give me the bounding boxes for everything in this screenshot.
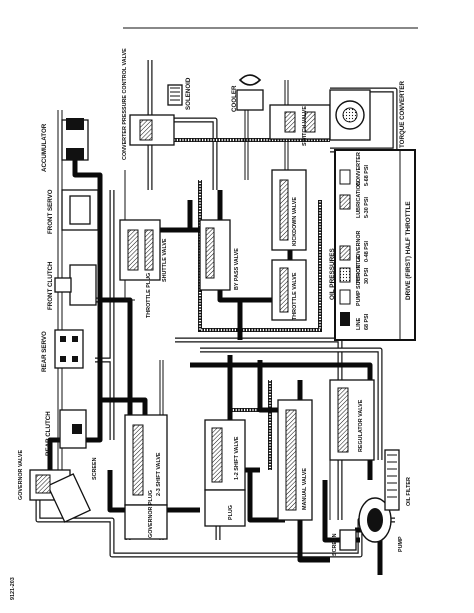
swatch-converter: [339, 169, 351, 185]
pump-screen: [339, 529, 357, 551]
swatch-governor: [339, 245, 351, 261]
legend-swatches: [339, 169, 351, 326]
component-labels: ACCUMULATOR CONVERTER PRESSURE CONTROL V…: [18, 48, 412, 556]
label-converter-pressure-control-valve: CONVERTER PRESSURE CONTROL VALVE: [122, 48, 128, 160]
label-governor-valve: GOVERNOR VALVE: [18, 449, 24, 500]
kickdown-valve: [271, 169, 307, 251]
label-oil-filter: OIL FILTER: [406, 477, 412, 506]
swatch-line: [340, 312, 350, 326]
swatch-pump-suction: [339, 289, 351, 305]
rear-servo: [54, 329, 84, 369]
shuttle-valve: [119, 219, 161, 281]
label-regulator-valve: REGULATOR VALVE: [358, 399, 364, 452]
label-accumulator: ACCUMULATOR: [41, 123, 48, 172]
legend-pump-suction-name: PUMP SUCTION: [356, 265, 362, 306]
label-throttle-valve: THROTTLE VALVE: [292, 272, 298, 320]
label-switch-valve: SWITCH VALVE: [302, 106, 308, 146]
torque-converter: [329, 89, 371, 141]
label-manual-valve: MANUAL VALVE: [302, 468, 308, 510]
legend-governor-name: GOVERNOR: [356, 230, 362, 262]
legend-caption: DRIVE (FIRST) HALF THROTTLE: [405, 201, 412, 300]
label-2-3-shift-valve: 2-3 SHIFT VALVE: [156, 452, 162, 496]
converter-pressure-control-valve: [129, 114, 175, 146]
label-governor-plug: GOVERNOR PLUG: [148, 490, 154, 538]
throttle-valve: [271, 259, 307, 321]
legend-line-name: LINE: [356, 317, 362, 330]
legend-governor-value: 0-48 PSI: [364, 241, 370, 262]
figure-id: 9121-203: [10, 577, 16, 600]
legend-converter-value: 5-68 PSI: [364, 165, 370, 186]
label-solenoid: SOLENOID: [185, 77, 192, 110]
shift-1-2-valve: [204, 419, 246, 491]
plug: [204, 489, 246, 527]
label-rear-clutch: REAR CLUTCH: [45, 411, 52, 456]
label-front-servo: FRONT SERVO: [47, 189, 54, 234]
rear-clutch: [59, 409, 87, 449]
legend-throttle-name: THROTTLE: [356, 255, 362, 284]
governor-plug: [124, 504, 168, 540]
legend-lubrication-name: LUBRICATION: [356, 181, 362, 218]
label-screen-pump: SCREEN: [332, 533, 338, 556]
label-1-2-shift-valve: 1-2 SHIFT VALVE: [234, 436, 240, 480]
legend-line-value: 68 PSI: [364, 313, 370, 330]
label-torque-converter: TORQUE CONVERTER: [399, 81, 406, 148]
label-pump: PUMP: [398, 536, 404, 552]
accumulator: [61, 118, 89, 161]
label-by-pass-valve: BY PASS VALVE: [234, 248, 240, 290]
label-shuttle-valve: SHUTTLE VALVE: [162, 238, 168, 282]
by-pass-valve: [199, 219, 231, 291]
legend-text: OIL PRESSURES LINE 68 PSI PUMP SUCTION T…: [329, 152, 412, 330]
swatch-throttle: [339, 267, 351, 283]
cooler: [236, 74, 264, 111]
label-front-clutch: FRONT CLUTCH: [47, 261, 54, 310]
manual-valve: [277, 399, 313, 521]
governor-valve: [29, 469, 92, 523]
switch-valve: [269, 104, 331, 140]
label-rear-servo: REAR SERVO: [41, 331, 48, 372]
regulator-valve: [329, 379, 375, 461]
legend-throttle-value: 30 PSI: [364, 267, 370, 284]
front-clutch: [54, 264, 97, 306]
front-servo: [61, 189, 99, 231]
label-kickdown-valve: KICKDOWN VALVE: [292, 197, 298, 246]
label-screen-governor: SCREEN: [92, 457, 98, 480]
legend-converter-name: CONVERTER: [356, 152, 362, 186]
legend-lubrication-value: 5-30 PSI: [364, 197, 370, 218]
pump: [358, 497, 392, 543]
swatch-lubrication: [339, 194, 351, 210]
solenoid: [167, 84, 183, 106]
label-cooler: COOLER: [231, 85, 238, 112]
label-plug: PLUG: [228, 505, 234, 520]
oil-filter: [384, 449, 400, 511]
legend-title: OIL PRESSURES: [329, 248, 336, 300]
label-throttle-plug: THROTTLE PLUG: [146, 273, 152, 318]
